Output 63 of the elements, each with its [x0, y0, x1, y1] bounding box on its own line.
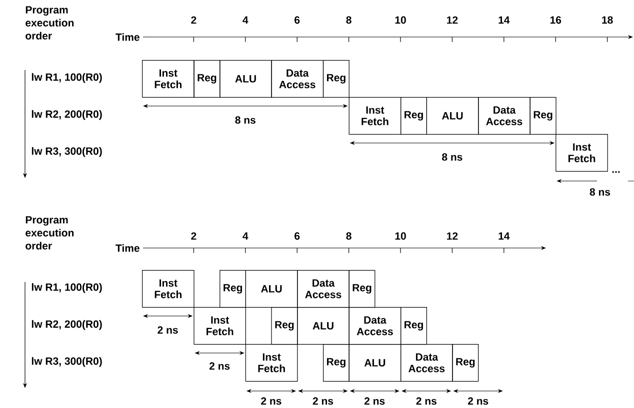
dimension-label: 8 ns: [590, 188, 610, 196]
tick-label: 10: [395, 16, 406, 24]
tick-label: 14: [498, 232, 510, 240]
dimension-label: 2 ns: [261, 397, 282, 405]
tick-label: 6: [294, 232, 300, 240]
ellipsis: ...: [612, 171, 620, 173]
stage-box: Data Access: [348, 307, 402, 345]
stage-box: ALU: [220, 60, 272, 98]
stage-box: Reg: [348, 270, 376, 308]
instruction-label: lw R3, 300(R0): [32, 147, 102, 157]
tick-label: 2: [191, 16, 196, 24]
stage-box: Data Access: [271, 60, 324, 98]
stage-box: Reg: [323, 60, 350, 98]
stage-box: Reg: [220, 270, 246, 308]
tick-label: 4: [242, 16, 248, 24]
tick-label: 8: [346, 16, 352, 24]
axis-title: Time: [116, 244, 140, 252]
stage-box: Reg: [530, 97, 556, 135]
stage-box: Reg: [452, 344, 479, 382]
tick-label: 16: [550, 16, 562, 24]
stage-box: Inst Fetch: [142, 270, 194, 308]
tick-label: 10: [395, 232, 406, 240]
stage-box: Reg: [400, 307, 427, 345]
dimension-label: 8 ns: [442, 153, 462, 161]
stage-box: ALU: [297, 307, 350, 345]
instruction-label: lw R3, 300(R0): [32, 357, 102, 367]
stage-box: ALU: [426, 97, 479, 135]
dimension-label: 2 ns: [468, 397, 488, 405]
instruction-label: lw R1, 100(R0): [32, 283, 102, 293]
stage-box: Inst Fetch: [194, 307, 246, 345]
instruction-label: lw R2, 200(R0): [32, 110, 102, 120]
tick-label: 12: [447, 232, 458, 240]
stage-box: ALU: [245, 270, 298, 308]
stage-box: Reg: [400, 97, 427, 135]
instruction-label: lw R1, 100(R0): [32, 73, 102, 83]
stage-box: Inst Fetch: [348, 97, 402, 135]
tick-label: 2: [191, 232, 196, 240]
stage-box: Data Access: [400, 344, 453, 382]
instruction-label: lw R2, 200(R0): [32, 320, 102, 330]
axis-title: Time: [116, 33, 140, 41]
dimension-label: 2 ns: [416, 397, 436, 405]
tick-label: 14: [498, 16, 510, 24]
tick-label: 12: [447, 16, 458, 24]
tick-label: 4: [242, 232, 248, 240]
stage-box: ALU: [348, 344, 402, 382]
tick-label: 6: [294, 16, 300, 24]
stage-box: Inst Fetch: [142, 60, 194, 98]
dimension-label: 8 ns: [235, 116, 256, 124]
tick-label: 8: [346, 232, 352, 240]
dimension-label: 2 ns: [158, 326, 178, 334]
stage-box: Inst Fetch: [556, 134, 608, 172]
dimension-label: 2 ns: [209, 362, 230, 370]
stage-box: Data Access: [297, 270, 350, 308]
stage-box: Reg: [194, 60, 220, 98]
stage-box: Reg: [323, 344, 350, 382]
axis-title: Program execution order: [26, 6, 74, 40]
stage-box: Reg: [271, 307, 298, 345]
dimension-label: 2 ns: [364, 397, 385, 405]
axis-title: Program execution order: [26, 216, 74, 250]
stage-box: Data Access: [478, 97, 530, 135]
dimension-label: 2 ns: [312, 397, 334, 405]
stage-box: Inst Fetch: [245, 344, 298, 382]
tick-label: 18: [602, 16, 613, 24]
